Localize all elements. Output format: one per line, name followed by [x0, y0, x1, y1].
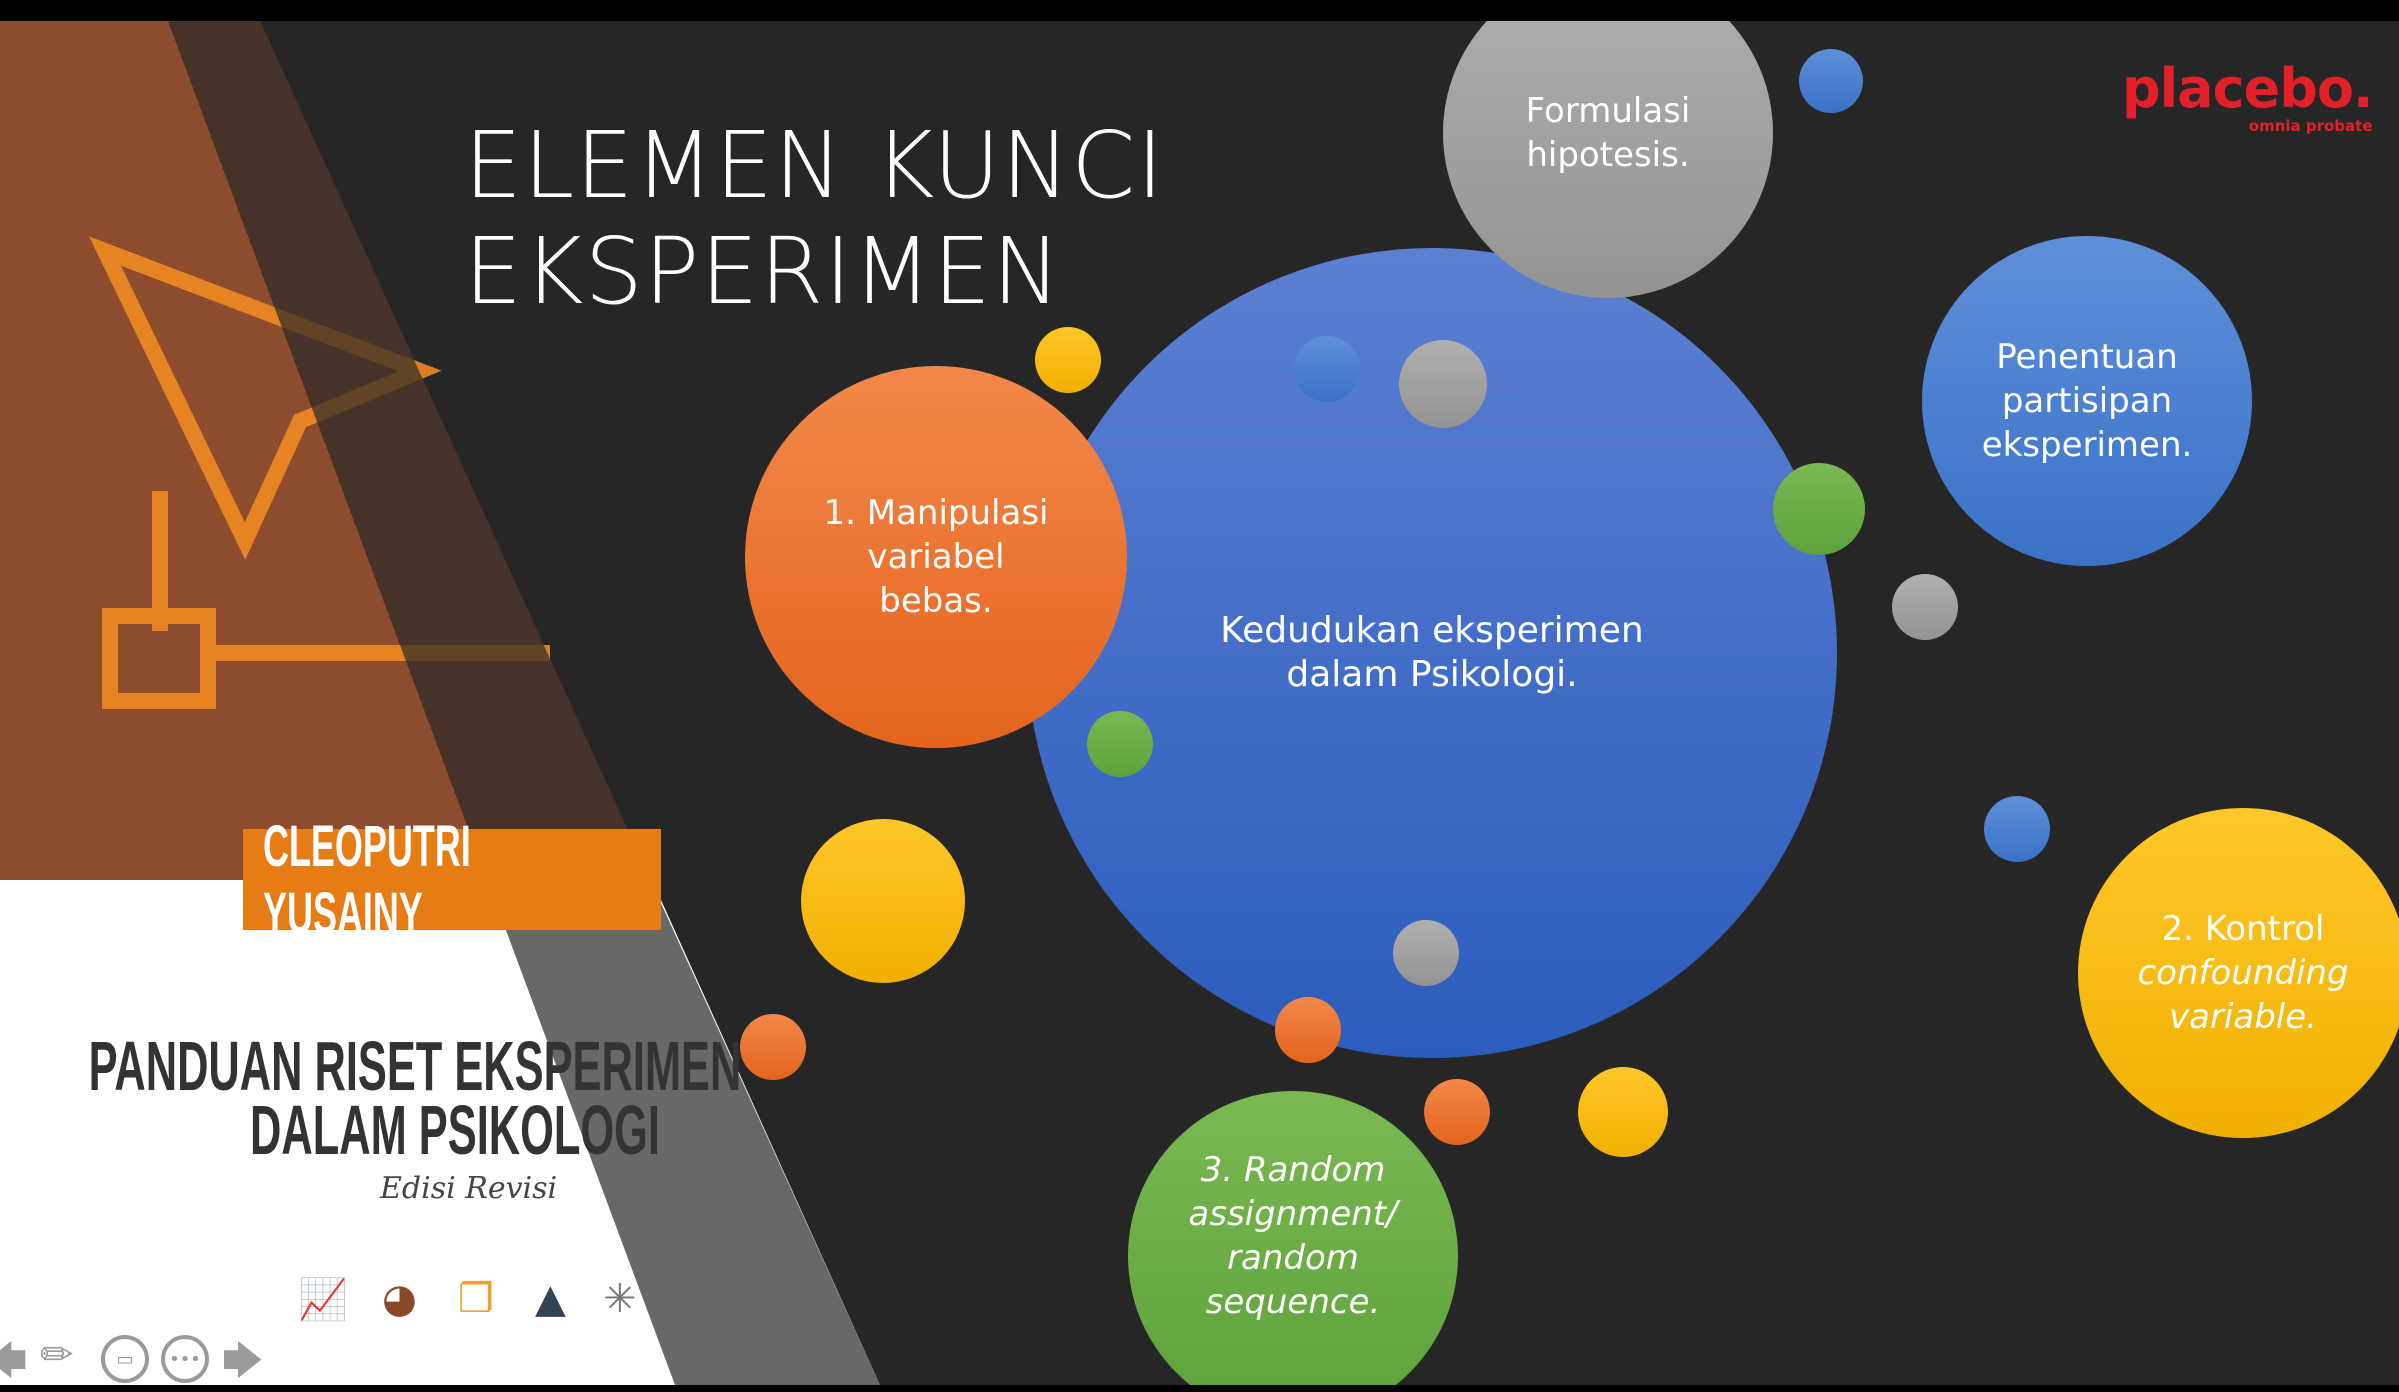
bubble-participants: Penentuan partisipan eksperimen. [1922, 236, 2252, 566]
slide: CLEOPUTRI YUSAINY PANDUAN RISET EKSPERIM… [0, 21, 2399, 1385]
next-slide-button[interactable]: 🡆 [222, 1338, 264, 1384]
dot [1294, 336, 1360, 402]
dot [1578, 1067, 1668, 1157]
bubble-random: 3. Random assignment/ random sequence. [1128, 1091, 1458, 1385]
book-author: CLEOPUTRI YUSAINY [243, 814, 661, 946]
dot [1773, 463, 1865, 555]
previous-slide-button[interactable]: 🡄 [0, 1338, 28, 1384]
dot [1087, 711, 1153, 777]
network-icon: ✳ [603, 1276, 637, 1322]
book-edition: Edisi Revisi [380, 1171, 558, 1206]
placebo-logo: placebo.omnia probate [2122, 57, 2374, 136]
dot [1035, 327, 1101, 393]
book-title-line1: PANDUAN RISET EKSPERIMEN [88, 1027, 742, 1105]
dot [1275, 997, 1341, 1063]
dot [1393, 920, 1459, 986]
pie-icon: ◕ [382, 1276, 417, 1322]
book-cover-image [0, 21, 880, 1385]
dot [740, 1014, 806, 1080]
diagonal-band [168, 21, 880, 1385]
book-title-line2: DALAM PSIKOLOGI [250, 1091, 660, 1169]
dot [1984, 796, 2050, 862]
dot [1424, 1079, 1490, 1145]
shapes-icon: ❐ [458, 1276, 494, 1322]
subtitles-button[interactable]: ▭ [101, 1335, 149, 1383]
dot [1799, 49, 1863, 113]
bubble-hypothesis: Formulasi hipotesis. [1443, 21, 1773, 298]
dot [801, 819, 965, 983]
triangle-icon: ▲ [535, 1276, 566, 1322]
pen-tool-button[interactable]: ✏ [40, 1332, 74, 1378]
dot [1892, 574, 1958, 640]
bubble-manipulation: 1. Manipulasi variabel bebas. [745, 366, 1127, 748]
dot [1399, 340, 1487, 428]
more-options-button[interactable]: ••• [161, 1335, 209, 1383]
chart-icon: 📈 [298, 1277, 348, 1323]
